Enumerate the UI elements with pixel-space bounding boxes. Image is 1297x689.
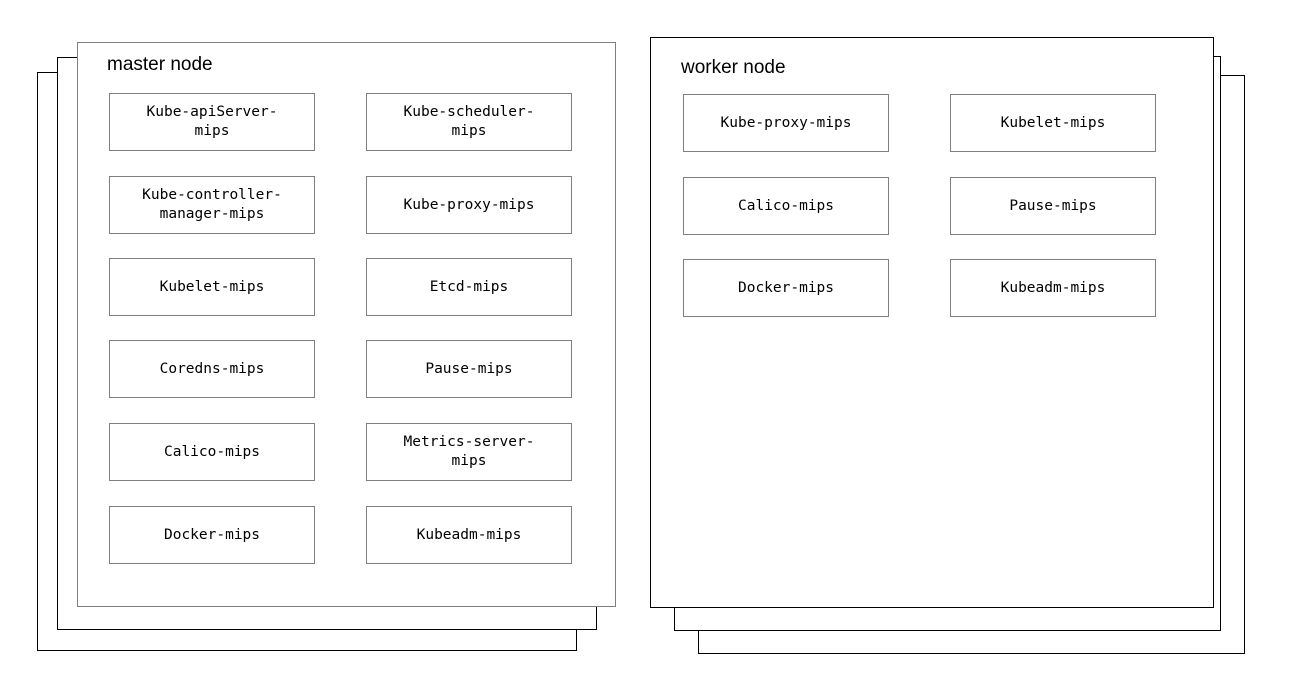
box-label: Docker-mips — [737, 279, 835, 296]
box-metrics-server-mips[interactable]: Metrics-server- mips — [366, 423, 572, 481]
box-label: Coredns-mips — [159, 360, 265, 377]
box-label: Etcd-mips — [429, 278, 509, 295]
box-pause-mips[interactable]: Pause-mips — [366, 340, 572, 398]
box-label: Pause-mips — [1009, 197, 1097, 214]
box-worker-docker-mips[interactable]: Docker-mips — [683, 259, 889, 317]
box-label: Docker-mips — [163, 526, 261, 543]
box-worker-kube-proxy-mips[interactable]: Kube-proxy-mips — [683, 94, 889, 152]
box-label: Pause-mips — [425, 360, 513, 377]
worker-node-panel[interactable]: worker node Kube-proxy-mips Calico-mips … — [650, 37, 1214, 608]
box-kubeadm-mips[interactable]: Kubeadm-mips — [366, 506, 572, 564]
box-kube-proxy-mips[interactable]: Kube-proxy-mips — [366, 176, 572, 234]
box-kube-controller-manager-mips[interactable]: Kube-controller- manager-mips — [109, 176, 315, 234]
master-node-title: master node — [107, 54, 213, 75]
box-label: Kube-scheduler- mips — [403, 104, 535, 139]
box-etcd-mips[interactable]: Etcd-mips — [366, 258, 572, 316]
box-coredns-mips[interactable]: Coredns-mips — [109, 340, 315, 398]
box-calico-mips[interactable]: Calico-mips — [109, 423, 315, 481]
box-label: Calico-mips — [737, 197, 835, 214]
box-worker-pause-mips[interactable]: Pause-mips — [950, 177, 1156, 235]
box-kubelet-mips[interactable]: Kubelet-mips — [109, 258, 315, 316]
box-worker-calico-mips[interactable]: Calico-mips — [683, 177, 889, 235]
worker-node-title: worker node — [681, 57, 786, 78]
box-label: Kubelet-mips — [159, 278, 265, 295]
box-label: Kubeadm-mips — [416, 526, 522, 543]
box-kube-scheduler-mips[interactable]: Kube-scheduler- mips — [366, 93, 572, 151]
box-label: Kubeadm-mips — [1000, 279, 1106, 296]
box-label: Kube-proxy-mips — [720, 114, 852, 131]
box-worker-kubelet-mips[interactable]: Kubelet-mips — [950, 94, 1156, 152]
box-label: Kube-apiServer- mips — [146, 104, 278, 139]
box-label: Calico-mips — [163, 443, 261, 460]
box-label: Metrics-server- mips — [403, 434, 535, 469]
box-worker-kubeadm-mips[interactable]: Kubeadm-mips — [950, 259, 1156, 317]
box-label: Kube-proxy-mips — [403, 196, 535, 213]
master-node-panel[interactable]: master node Kube-apiServer- mips Kube-co… — [77, 42, 616, 607]
box-kube-apiserver-mips[interactable]: Kube-apiServer- mips — [109, 93, 315, 151]
box-docker-mips[interactable]: Docker-mips — [109, 506, 315, 564]
box-label: Kube-controller- manager-mips — [142, 187, 282, 222]
box-label: Kubelet-mips — [1000, 114, 1106, 131]
